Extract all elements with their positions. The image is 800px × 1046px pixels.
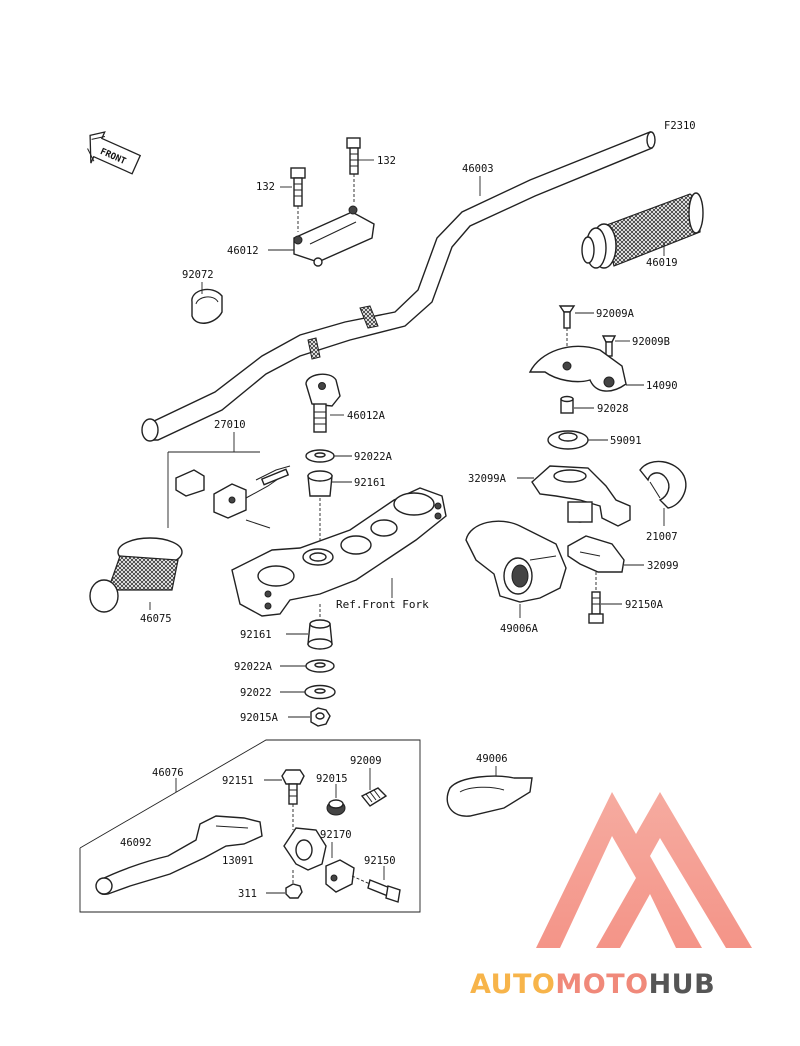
label-92015: 92015: [316, 773, 348, 785]
watermark-brand-part3: HUB: [649, 969, 716, 1000]
bolt-92151: [281, 769, 305, 830]
label-92072: 92072: [182, 269, 214, 281]
watermark-brand-part1: AUTO: [470, 969, 555, 1000]
label-92161-bottom: 92161: [240, 629, 272, 641]
throttle-housing-49006A: [465, 520, 567, 603]
label-132-right: 132: [377, 155, 396, 167]
label-46019: 46019: [646, 257, 678, 269]
label-49006A: 49006A: [500, 623, 539, 635]
switch-27010: [167, 451, 291, 529]
damper-92161-top: [307, 470, 333, 497]
washer-92022A-bottom: [305, 659, 335, 673]
bolt-92150: [351, 875, 401, 903]
adjuster-92009: [360, 787, 388, 807]
ref-front-fork: Ref.Front Fork: [336, 598, 429, 611]
label-46075: 46075: [140, 613, 172, 625]
label-32099A: 32099A: [468, 473, 507, 485]
label-132-left: 132: [256, 181, 275, 193]
watermark-brand: AUTOMOTOHUB: [470, 969, 715, 1000]
handlebar-46003: [141, 131, 656, 442]
label-49006: 49006: [476, 753, 508, 765]
label-46003: 46003: [462, 163, 494, 175]
label-92009B: 92009B: [632, 336, 670, 348]
label-46012A: 46012A: [347, 410, 386, 422]
pulley-21007: [639, 460, 687, 509]
label-92150: 92150: [364, 855, 396, 867]
lever-46092: [95, 815, 263, 895]
upper-bracket: [231, 487, 447, 617]
label-14090: 14090: [646, 380, 678, 392]
label-32099: 32099: [647, 560, 679, 572]
label-92015A: 92015A: [240, 712, 279, 724]
label-59091: 59091: [610, 435, 642, 447]
label-27010: 27010: [214, 419, 246, 431]
label-92161-top: 92161: [354, 477, 386, 489]
label-46092: 46092: [120, 837, 152, 849]
figure-code: F2310: [664, 120, 696, 132]
label-92009: 92009: [350, 755, 382, 767]
holder-46012A: [305, 373, 341, 433]
label-92022A-top: 92022A: [354, 451, 393, 463]
label-92150A: 92150A: [625, 599, 664, 611]
grip-46019: [581, 192, 704, 269]
washer-92022: [304, 684, 336, 700]
bolt-132-right: [346, 137, 361, 204]
watermark-logo-icon: [536, 792, 752, 948]
clamp-46012: [293, 205, 375, 267]
cover-14090: [528, 345, 627, 392]
label-21007: 21007: [646, 531, 678, 543]
nut-92015: [326, 799, 346, 816]
grip-46075: [89, 537, 183, 613]
bolt-92150A: [588, 572, 604, 624]
washer-92022A-top: [305, 449, 335, 463]
band-92072: [191, 288, 223, 324]
label-92170: 92170: [320, 829, 352, 841]
cover-49006: [446, 775, 533, 817]
seal-59091: [547, 430, 589, 450]
holder-13091: [283, 827, 327, 886]
nut-92015A: [310, 707, 331, 727]
label-92009A: 92009A: [596, 308, 635, 320]
clamp-92170: [325, 859, 355, 893]
damper-92161-bottom: [307, 619, 333, 650]
collar-92028: [560, 395, 574, 414]
watermark-brand-part2: MOTO: [555, 969, 648, 1000]
housing-32099: [567, 535, 625, 573]
front-arrow-icon: FRONT: [87, 131, 142, 175]
bolt-132-left: [290, 167, 306, 232]
label-46012: 46012: [227, 245, 259, 257]
group-bracket-46076: [79, 739, 421, 913]
nut-311: [285, 883, 303, 899]
housing-32099A: [531, 465, 631, 527]
label-92022A-bottom: 92022A: [234, 661, 273, 673]
label-311: 311: [238, 888, 257, 900]
label-13091: 13091: [222, 855, 254, 867]
label-92151: 92151: [222, 775, 254, 787]
label-92028: 92028: [597, 403, 629, 415]
label-92022: 92022: [240, 687, 272, 699]
label-46076: 46076: [152, 767, 184, 779]
